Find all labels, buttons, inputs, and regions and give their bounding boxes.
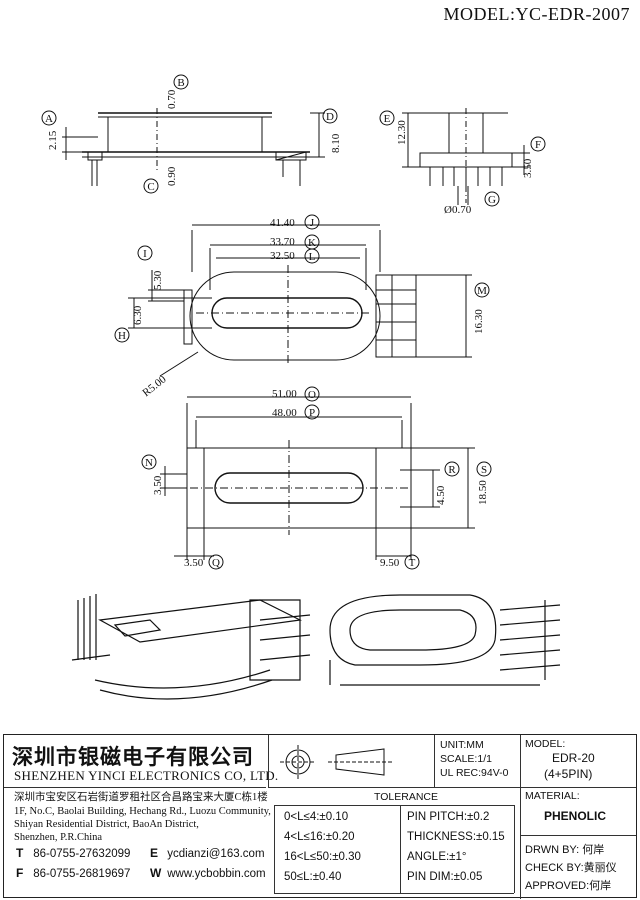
pin-pitch: PIN PITCH:±0.2 [407,811,490,823]
tol-3: 16<L≤50:±0.30 [284,851,361,863]
material-label: MATERIAL: [525,790,580,802]
callout-letters: A B C D E F G H I J K L M N O P Q R S T [45,77,541,569]
svg-text:N: N [145,457,153,469]
tol-4: 50≤L:±0.40 [284,871,342,883]
isometric-view-right [329,594,561,686]
dim-O: 51.00 [272,388,297,400]
unit: UNIT:MM [440,739,484,751]
svg-text:F: F [535,139,541,151]
dim-T: 9.50 [380,557,400,569]
dim-L: 32.50 [270,250,295,262]
address-en-1: 1F, No.C, Baolai Building, Hechang Rd., … [14,806,271,817]
company-name-en: SHENZHEN YINCI ELECTRONICS CO, LTD. [14,768,279,783]
material-value: PHENOLIC [544,809,607,823]
svg-text:C: C [147,181,154,193]
svg-text:H: H [118,330,126,342]
dim-E: 12.30 [396,120,408,145]
dim-C: 0.90 [166,166,178,186]
svg-text:E: E [384,113,391,125]
svg-text:I: I [143,248,147,260]
svg-text:K: K [308,237,316,249]
approved-by: APPROVED:何岸 [525,880,612,892]
check-by: CHECK BY:黄丽仪 [525,862,617,874]
isometric-view-left [71,594,311,700]
svg-text:A: A [45,113,53,125]
projection-symbol-icon [280,745,392,779]
dim-R5: R5.00 [140,373,169,399]
side-view [62,108,325,186]
svg-text:P: P [309,407,315,419]
title-block: 深圳市银磁电子有限公司 SHENZHEN YINCI ELECTRONICS C… [3,734,637,899]
dim-Q: 3.50 [184,557,204,569]
svg-text:G: G [488,194,496,206]
top-view [128,224,472,377]
dim-D: 8.10 [330,133,342,153]
tol-2: 4<L≤16:±0.20 [284,831,355,843]
angle: ANGLE:±1° [407,851,467,863]
pin-dim: PIN DIM:±0.05 [407,871,483,883]
email: E ycdianzi@163.com [150,846,265,860]
company-name-cn: 深圳市银磁电子有限公司 [12,745,254,769]
dim-R: 4.50 [435,485,447,505]
dim-N: 3.50 [152,475,164,495]
callout-circles [41,74,546,570]
model-label: MODEL: [525,738,566,750]
svg-text:M: M [477,285,487,297]
dim-P: 48.00 [272,407,297,419]
dim-H: 6.30 [132,305,144,325]
dim-G: Ø0.70 [444,204,472,216]
tolerance-title: TOLERANCE [374,791,438,803]
dim-B: 0.70 [166,89,178,109]
dim-A: 2.15 [47,130,59,150]
svg-text:R: R [448,464,456,476]
dim-S: 18.50 [477,480,489,505]
address-en-2: Shiyan Residential District, BaoAn Distr… [14,819,199,830]
model-value: EDR-20 [552,751,595,765]
model-pins: (4+5PIN) [544,767,593,781]
svg-text:B: B [177,77,184,89]
address-cn: 深圳市宝安区石岩街道罗租社区合昌路宝来大厦C栋1楼 [14,792,268,803]
scale: SCALE:1/1 [440,753,492,765]
website: W www.ycbobbin.com [150,866,266,880]
svg-text:D: D [326,111,334,123]
bottom-view [160,396,475,560]
dim-F: 3.50 [522,158,534,178]
svg-text:J: J [310,217,315,229]
svg-text:T: T [409,557,416,569]
dim-K: 33.70 [270,236,295,248]
ul-rec: UL REC:94V-0 [440,767,509,779]
address-en-3: Shenzhen, P.R.China [14,832,103,843]
dim-J: 41.40 [270,217,295,229]
dim-M: 16.30 [473,309,485,334]
tol-1: 0<L≤4:±0.10 [284,811,349,823]
svg-text:L: L [309,251,316,263]
fax: F 86-0755-26819697 [16,866,131,880]
tel: T 86-0755-27632099 [16,846,131,860]
dim-I: 5.30 [152,270,164,290]
model-title: MODEL:YC-EDR-2007 [443,4,630,24]
thickness: THICKNESS:±0.15 [407,831,505,843]
svg-text:O: O [308,389,316,401]
end-view [402,108,530,205]
svg-text:Q: Q [212,557,220,569]
svg-text:S: S [481,464,487,476]
drawn-by: DRWN BY: 何岸 [525,844,605,856]
